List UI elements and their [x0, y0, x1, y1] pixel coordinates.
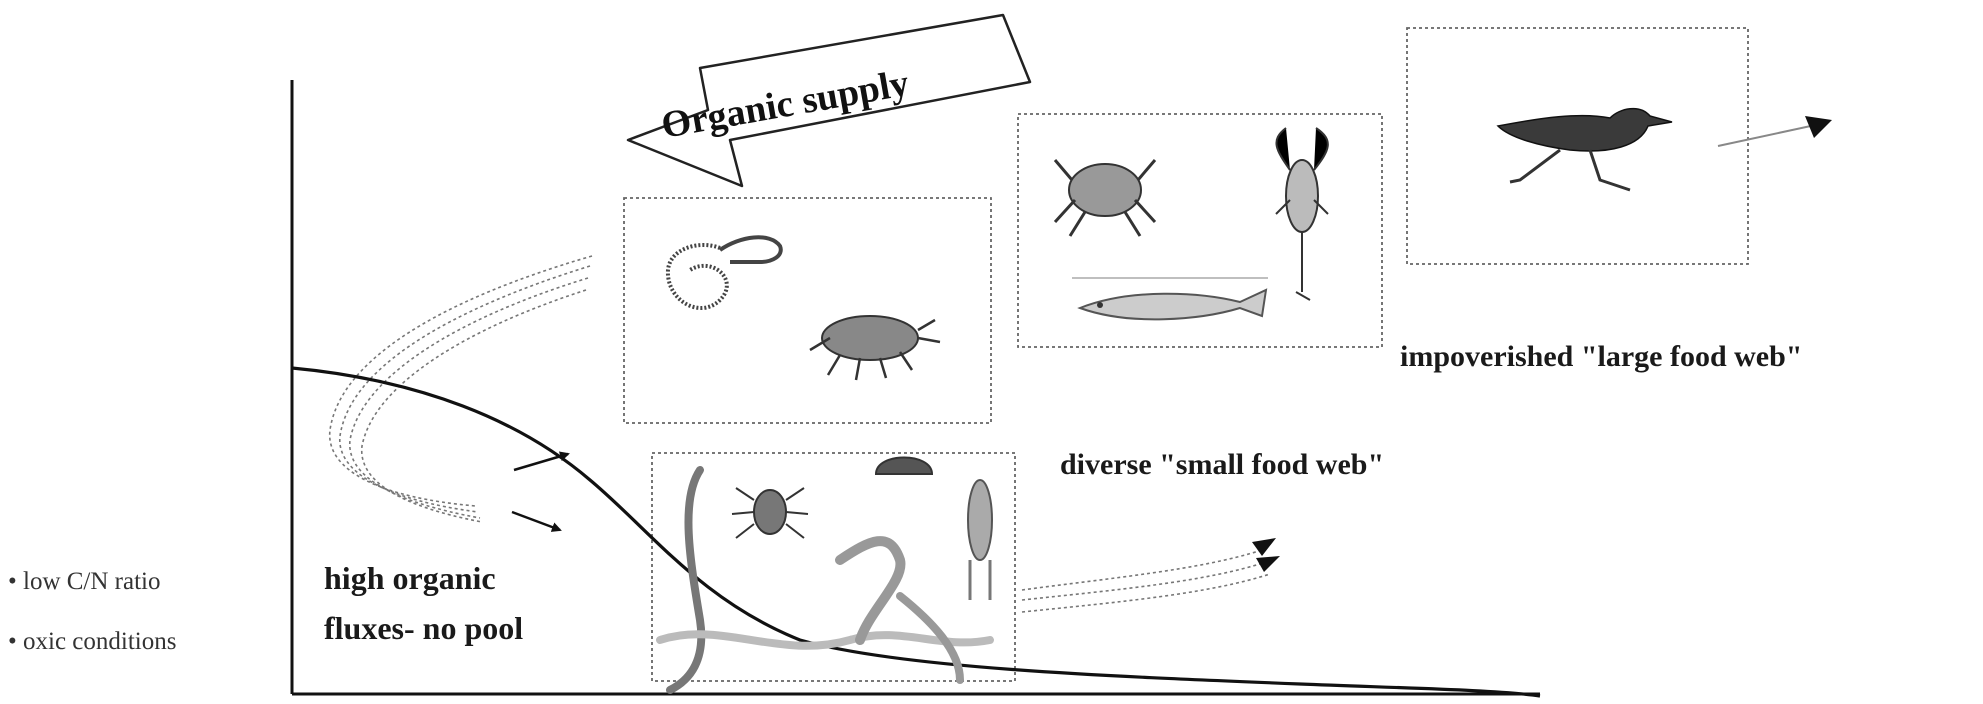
bullet-oxic: • oxic conditions	[8, 628, 176, 656]
macrofauna-panel	[624, 198, 991, 423]
export-arrow-line	[1718, 124, 1820, 146]
small-food-web-label: diverse "small food web"	[1060, 448, 1384, 482]
crab-icon	[1055, 160, 1155, 236]
bird-icon	[1498, 109, 1672, 190]
flow-arrowheads-right	[1252, 538, 1280, 572]
worm-icon	[668, 237, 781, 308]
axes	[292, 80, 1540, 694]
large-food-web-label: impoverished "large food web"	[1400, 340, 1802, 374]
bullet-low-cn: • low C/N ratio	[8, 568, 161, 596]
nematode-icon	[660, 470, 990, 690]
mite-icon	[732, 488, 808, 538]
flux-arrow-lower	[512, 512, 560, 530]
fluxes-label-line2: fluxes- no pool	[324, 610, 523, 647]
foraminifera-icon	[876, 458, 932, 475]
fluxes-label-line1: high organic	[324, 560, 496, 597]
copepod-icon	[840, 480, 992, 680]
fish-icon	[1080, 290, 1266, 319]
organic-supply-arrow: Organic supply	[628, 15, 1030, 186]
shrimp-icon	[1276, 128, 1328, 300]
flow-curves-left	[330, 256, 592, 522]
flow-curves-right	[1022, 550, 1270, 612]
amphipod-icon	[810, 316, 940, 380]
